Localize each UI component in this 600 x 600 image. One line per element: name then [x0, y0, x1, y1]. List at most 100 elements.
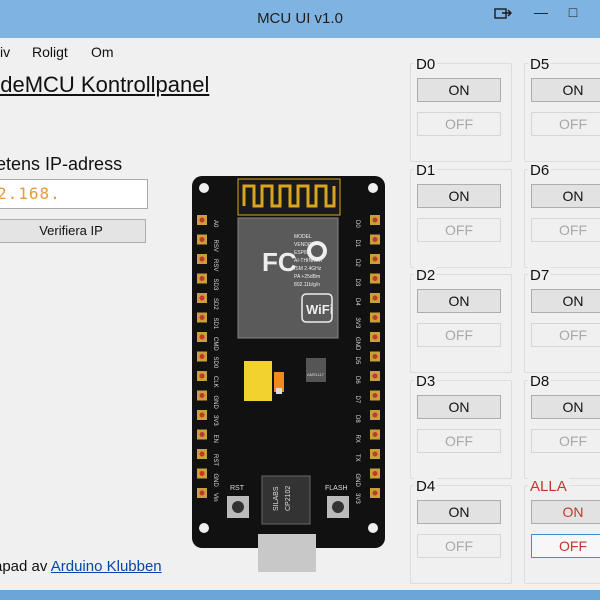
board-pin-label: SD1 — [212, 318, 218, 330]
board-pin-label: TX — [354, 454, 360, 462]
credit-link[interactable]: Arduino Klubben — [50, 558, 162, 575]
group-label: D1 — [414, 162, 438, 179]
client-area: iv Roligt Om odeMCU Kontrollpanel hetens… — [0, 38, 600, 590]
d2-off-button[interactable]: OFF — [417, 323, 501, 347]
d7-off-button[interactable]: OFF — [531, 323, 600, 347]
group-d1: D1 ON OFF — [410, 162, 512, 268]
d0-on-button[interactable]: ON — [417, 78, 501, 102]
d5-on-button[interactable]: ON — [531, 78, 600, 102]
group-label: D3 — [414, 373, 438, 390]
board-pin-hole — [199, 237, 205, 242]
d3-off-button[interactable]: OFF — [417, 429, 501, 453]
board-pin-label: EN — [212, 435, 218, 443]
board-pin-hole — [199, 334, 205, 340]
group-alla: ALLA ON OFF — [524, 478, 600, 584]
board-pin-label: RSV — [212, 259, 218, 271]
credit-line: apad av Arduino Klubben — [0, 558, 162, 575]
d1-on-button[interactable]: ON — [417, 184, 501, 208]
board-pin-label: SD0 — [212, 357, 218, 369]
group-label: D6 — [528, 162, 552, 179]
svg-text:PA +25dBm: PA +25dBm — [294, 274, 320, 280]
board-pin-hole — [372, 490, 378, 496]
group-d3: D3 ON OFF — [410, 373, 512, 479]
d7-on-button[interactable]: ON — [531, 289, 600, 313]
group-label: D4 — [414, 478, 438, 495]
ip-input[interactable]: 2.168. — [0, 179, 148, 209]
svg-text:WiFi: WiFi — [306, 302, 333, 317]
d6-on-button[interactable]: ON — [531, 184, 600, 208]
svg-text:AMS1117: AMS1117 — [307, 372, 325, 377]
board-pin-label: 3V3 — [354, 318, 360, 329]
group-d5: D5 ON OFF — [524, 56, 600, 162]
board-pin-label: GND — [212, 474, 218, 488]
window-pin-icon[interactable] — [494, 6, 512, 20]
alla-on-button[interactable]: ON — [531, 500, 600, 524]
menu-item-file[interactable]: iv — [0, 44, 11, 60]
alla-off-button[interactable]: OFF — [531, 534, 600, 558]
board-pin-hole — [199, 432, 205, 437]
board-pin-hole — [372, 412, 378, 418]
group-label: D5 — [528, 56, 552, 73]
board-pin-hole — [372, 256, 378, 262]
group-d0: D0 ON OFF — [410, 56, 512, 162]
board-pin-label: D4 — [354, 298, 360, 306]
board-pin-label: GND — [354, 337, 360, 351]
maximize-icon[interactable]: □ — [568, 4, 578, 20]
d3-on-button[interactable]: ON — [417, 395, 501, 419]
credit-prefix: apad av — [0, 558, 48, 575]
group-label: D8 — [528, 373, 552, 390]
menu-item-roligt[interactable]: Roligt — [32, 44, 68, 60]
d6-off-button[interactable]: OFF — [531, 218, 600, 242]
svg-text:SILABS: SILABS — [273, 486, 280, 511]
board-pin-hole — [372, 451, 378, 457]
window-bottom-border — [0, 590, 600, 600]
ip-label: hetens IP-adress — [0, 154, 123, 174]
svg-text:RST: RST — [230, 485, 245, 492]
board-pin-hole — [372, 334, 378, 340]
board-pin-hole — [372, 276, 378, 281]
group-label: D0 — [414, 56, 438, 73]
board-pin-hole — [199, 354, 205, 359]
d8-on-button[interactable]: ON — [531, 395, 600, 419]
svg-text:VENDOR: VENDOR — [294, 242, 316, 248]
board-pin-hole — [199, 217, 205, 223]
svg-text:FC: FC — [262, 247, 297, 277]
d5-off-button[interactable]: OFF — [531, 112, 600, 136]
group-label: ALLA — [528, 478, 569, 495]
d0-off-button[interactable]: OFF — [417, 112, 501, 136]
d1-off-button[interactable]: OFF — [417, 218, 501, 242]
nodemcu-board-image: FC MODEL VENDOR ESP8266MOD AI-THINKER IS… — [192, 176, 385, 572]
d8-off-button[interactable]: OFF — [531, 429, 600, 453]
group-label: D7 — [528, 267, 552, 284]
board-pin-label: CLK — [212, 376, 218, 388]
board-pin-hole — [199, 412, 205, 418]
board-pin-hole — [372, 471, 378, 476]
board-pin-hole — [372, 354, 378, 359]
board-pin-hole — [372, 315, 378, 320]
menu-item-om[interactable]: Om — [91, 44, 114, 60]
group-d8: D8 ON OFF — [524, 373, 600, 479]
board-pin-label: D3 — [354, 279, 360, 287]
d4-on-button[interactable]: ON — [417, 500, 501, 524]
board-pin-label: D8 — [354, 415, 360, 423]
board-pin-label: SD3 — [212, 279, 218, 291]
minimize-icon[interactable]: — — [534, 4, 548, 20]
d4-off-button[interactable]: OFF — [417, 534, 501, 558]
group-d7: D7 ON OFF — [524, 267, 600, 373]
board-pin-label: D1 — [354, 240, 360, 248]
board-pin-hole — [199, 393, 205, 398]
board-pin-label: RX — [354, 435, 360, 443]
board-pin-hole — [199, 373, 205, 379]
group-d6: D6 ON OFF — [524, 162, 600, 268]
svg-text:802.11b/g/n: 802.11b/g/n — [294, 282, 320, 288]
board-pin-label: GND — [212, 396, 218, 410]
verify-ip-button[interactable]: Verifiera IP — [0, 219, 146, 243]
d2-on-button[interactable]: ON — [417, 289, 501, 313]
page-title: odeMCU Kontrollpanel — [0, 72, 210, 97]
board-pin-hole — [199, 256, 205, 262]
board-pin-label: RSV — [212, 240, 218, 252]
board-pin-hole — [372, 237, 378, 242]
board-pin-hole — [372, 393, 378, 398]
board-pin-hole — [372, 295, 378, 301]
